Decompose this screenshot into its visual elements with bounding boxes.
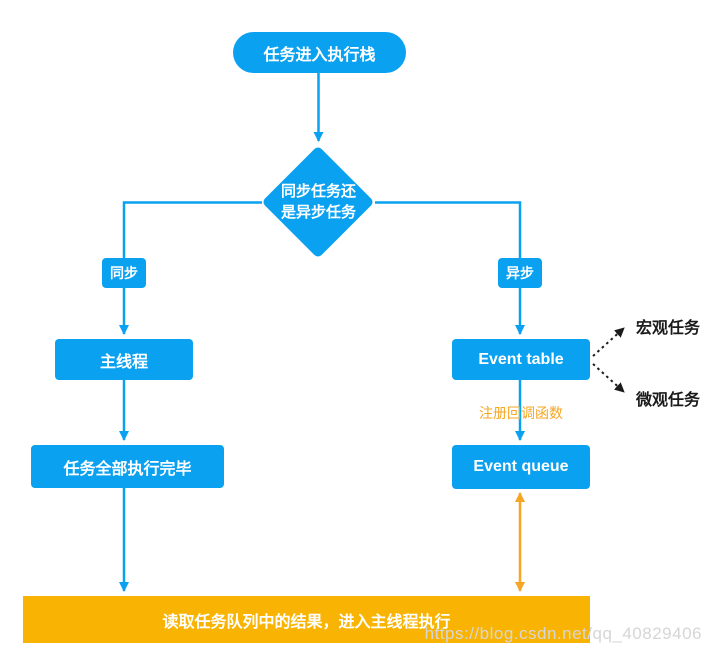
main-thread-node: 主线程	[55, 339, 193, 380]
decision-diamond-label: 同步任务还 是异步任务	[258, 181, 379, 223]
event-table-node: Event table	[452, 339, 590, 380]
tasks-complete-node: 任务全部执行完毕	[31, 445, 224, 488]
dashed-arrow-macro-task	[592, 327, 625, 357]
start-node: 任务进入执行栈	[233, 32, 406, 73]
decision-label-line2: 是异步任务	[280, 204, 356, 221]
macro-task-label: 宏观任务	[636, 320, 701, 337]
watermark: https://blog.csdn.net/qq_40829406	[424, 624, 702, 643]
read-queue-bar: 读取任务队列中的结果，进入主线程执行	[23, 596, 590, 643]
async-branch-label: 异步	[498, 258, 542, 288]
register-callback-label: 注册回调函数	[479, 405, 563, 421]
decision-label-line1: 同步任务还	[280, 183, 356, 200]
dashed-arrow-micro-task	[592, 363, 625, 393]
micro-task-label: 微观任务	[636, 392, 701, 409]
sync-branch-label: 同步	[102, 258, 146, 288]
event-queue-node: Event queue	[452, 445, 590, 489]
